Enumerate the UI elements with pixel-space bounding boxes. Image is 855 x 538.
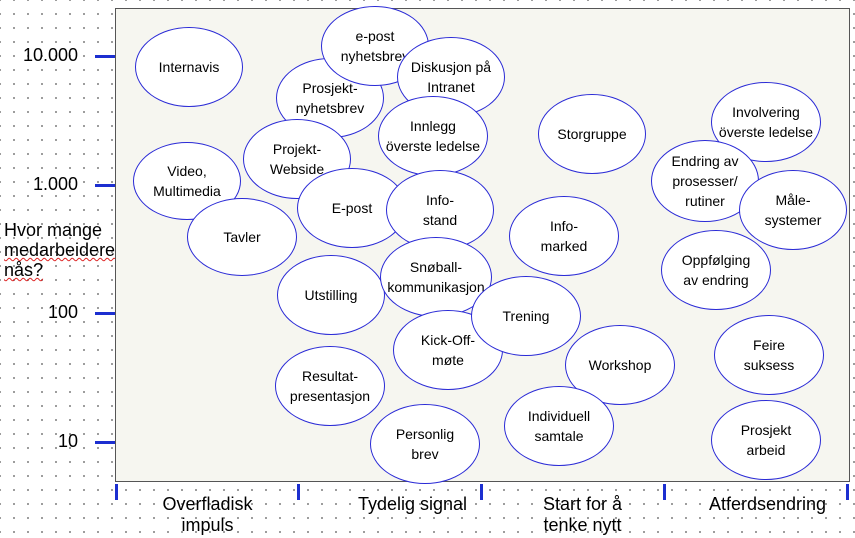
x-tick — [846, 484, 849, 500]
x-tick — [115, 484, 118, 500]
x-label-atferd: Atferdsendring — [708, 494, 827, 514]
bubble-utstilling: Utstilling — [277, 255, 385, 335]
y-title-line: medarbeidere — [4, 240, 116, 260]
x-tick — [480, 484, 483, 500]
bubble-innlegg-ledelse: Innlegg överste ledelse — [378, 96, 488, 176]
bubble-tavler: Tavler — [187, 198, 297, 276]
bubble-oppfolging: Oppfølging av endring — [661, 230, 771, 310]
y-axis-title: Hvor mange medarbeidere nås? — [4, 220, 115, 280]
y-label-10000: 10.000 — [22, 45, 78, 65]
bubble-info-stand: Info- stand — [386, 170, 494, 250]
bubble-internavis: Internavis — [135, 27, 243, 107]
bubble-individuell-samtale: Individuell samtale — [504, 386, 614, 466]
x-label-start: Start for å tenke nytt — [542, 494, 623, 535]
x-label-tydelig: Tydelig signal — [357, 494, 468, 514]
y-tick-100 — [95, 312, 115, 315]
x-axis: Overfladisk impuls Tydelig signal Start … — [115, 482, 850, 538]
x-tick — [297, 484, 300, 500]
bubble-storgruppe: Storgruppe — [538, 94, 646, 174]
bubble-trening: Trening — [471, 276, 581, 356]
y-label-1000: 1.000 — [32, 174, 78, 194]
y-label-100: 100 — [47, 302, 78, 322]
y-tick-10000 — [95, 55, 115, 58]
y-title-line: Hvor mange — [4, 220, 103, 240]
bubble-malesystemer: Måle- systemer — [739, 170, 847, 250]
y-label-10: 10 — [57, 431, 78, 451]
y-tick-10 — [95, 441, 115, 444]
bubble-prosjekt-arbeid: Prosjekt arbeid — [711, 400, 821, 480]
x-label-overfladisk: Overfladisk impuls — [162, 494, 253, 535]
bubble-info-marked: Info- marked — [509, 196, 619, 276]
bubble-endring-prosesser: Endring av prosesser/ rutiner — [651, 140, 759, 222]
y-title-line: nås? — [4, 260, 44, 280]
x-tick — [663, 484, 666, 500]
bubble-resultat: Resultat- presentasjon — [275, 346, 385, 426]
bubble-video-multimedia: Video, Multimedia — [133, 142, 241, 220]
bubble-feire-suksess: Feire suksess — [714, 315, 824, 395]
bubble-prosjekt-webside: Projekt- Webside — [243, 119, 351, 199]
y-tick-1000 — [95, 184, 115, 187]
bubble-personlig-brev: Personlig brev — [370, 404, 480, 484]
